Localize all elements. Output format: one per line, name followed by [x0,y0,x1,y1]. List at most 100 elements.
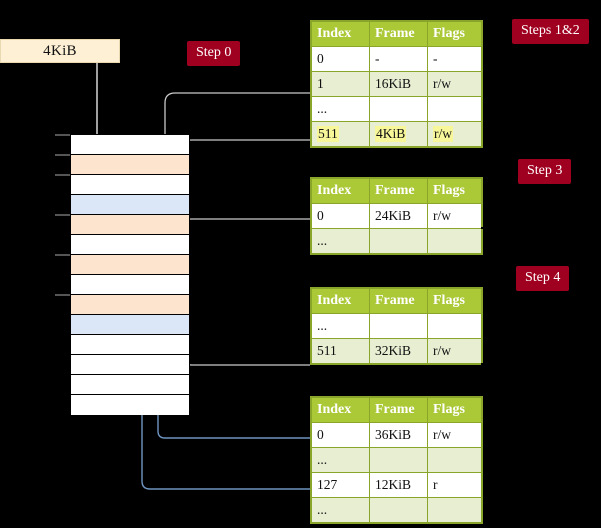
column-header-index: Index [311,288,370,314]
memory-frame-used [71,255,189,275]
cell-index: 1 [311,71,370,97]
column-header-frame: Frame [369,397,428,423]
memory-frame-free [71,135,189,155]
cell-frame: 32KiB [369,338,428,364]
column-header-frame: Frame [369,21,428,47]
memory-frame-pagetable [71,315,189,335]
column-header-frame: Frame [369,178,428,204]
memory-frame-used [71,215,189,235]
cell-frame: 12KiB [369,472,428,498]
column-header-flags: Flags [427,397,482,423]
memory-frame-pagetable [71,195,189,215]
column-header-flags: Flags [427,21,482,47]
cell-flags: r/w [427,71,482,97]
memory-frame-free [71,395,189,415]
physical-memory-column [70,134,190,415]
cell-index: ... [311,447,370,473]
cell-frame [369,228,428,254]
cell-frame: 4KiB [369,121,428,147]
cell-flags [427,96,482,122]
column-header-index: Index [311,178,370,204]
cell-frame [369,313,428,339]
highlighted-value: 511 [317,126,339,142]
cell-index: ... [311,96,370,122]
table-edge-nub [481,363,487,365]
memory-frame-used [71,155,189,175]
memory-frame-free [71,375,189,395]
cell-flags [427,447,482,473]
column-header-index: Index [311,21,370,47]
table-row: ... [311,447,482,473]
memory-tick [55,214,71,216]
cell-index: 0 [311,203,370,229]
cell-flags: - [427,46,482,72]
highlighted-value: r/w [433,126,453,142]
request-size-label: 4KiB [43,42,77,59]
cell-flags: r [427,472,482,498]
highlighted-value: 4KiB [375,126,407,142]
step-label-0: Step 0 [187,41,241,66]
cell-flags: r/w [427,203,482,229]
step-label-4: Step 4 [516,266,570,291]
table-edge-nub [481,227,487,229]
memory-tick [55,134,71,136]
table-row: 511 4KiB r/w [311,121,482,147]
step-label-3: Step 3 [518,159,572,184]
table-row: ... [311,96,482,122]
cell-index: 511 [311,121,370,147]
cell-index: ... [311,497,370,523]
cell-flags [427,313,482,339]
table-edge-nub [481,148,487,150]
memory-frame-free [71,235,189,255]
column-header-index: Index [311,397,370,423]
table-row: ... [311,497,482,523]
table-row: 0-- [311,46,482,72]
cell-frame: 16KiB [369,71,428,97]
cell-flags: r/w [427,338,482,364]
cell-index: 511 [311,338,370,364]
cell-index: ... [311,228,370,254]
memory-tick [55,254,71,256]
cell-index: ... [311,313,370,339]
table-row: ... [311,228,482,254]
memory-frame-free [71,355,189,375]
cell-flags: r/w [427,422,482,448]
cell-frame: 24KiB [369,203,428,229]
memory-frame-free [71,335,189,355]
table-row: ... [311,313,482,339]
column-header-frame: Frame [369,288,428,314]
cell-index: 0 [311,46,370,72]
wire-pt3-to-mem [178,322,310,366]
cell-flags [427,497,482,523]
cell-frame [369,96,428,122]
memory-frame-free [71,175,189,195]
step-label-1-2: Steps 1&2 [512,19,589,44]
cell-frame [369,497,428,523]
cell-frame: - [369,46,428,72]
cell-index: 127 [311,472,370,498]
cell-frame: 36KiB [369,422,428,448]
memory-tick [55,174,71,176]
cell-flags: r/w [427,121,482,147]
cell-frame [369,447,428,473]
cell-index: 0 [311,422,370,448]
memory-tick [55,154,71,156]
memory-tick [55,294,71,296]
cell-flags [427,228,482,254]
wire-pt2-to-mem [178,218,310,258]
memory-frame-free [71,275,189,295]
